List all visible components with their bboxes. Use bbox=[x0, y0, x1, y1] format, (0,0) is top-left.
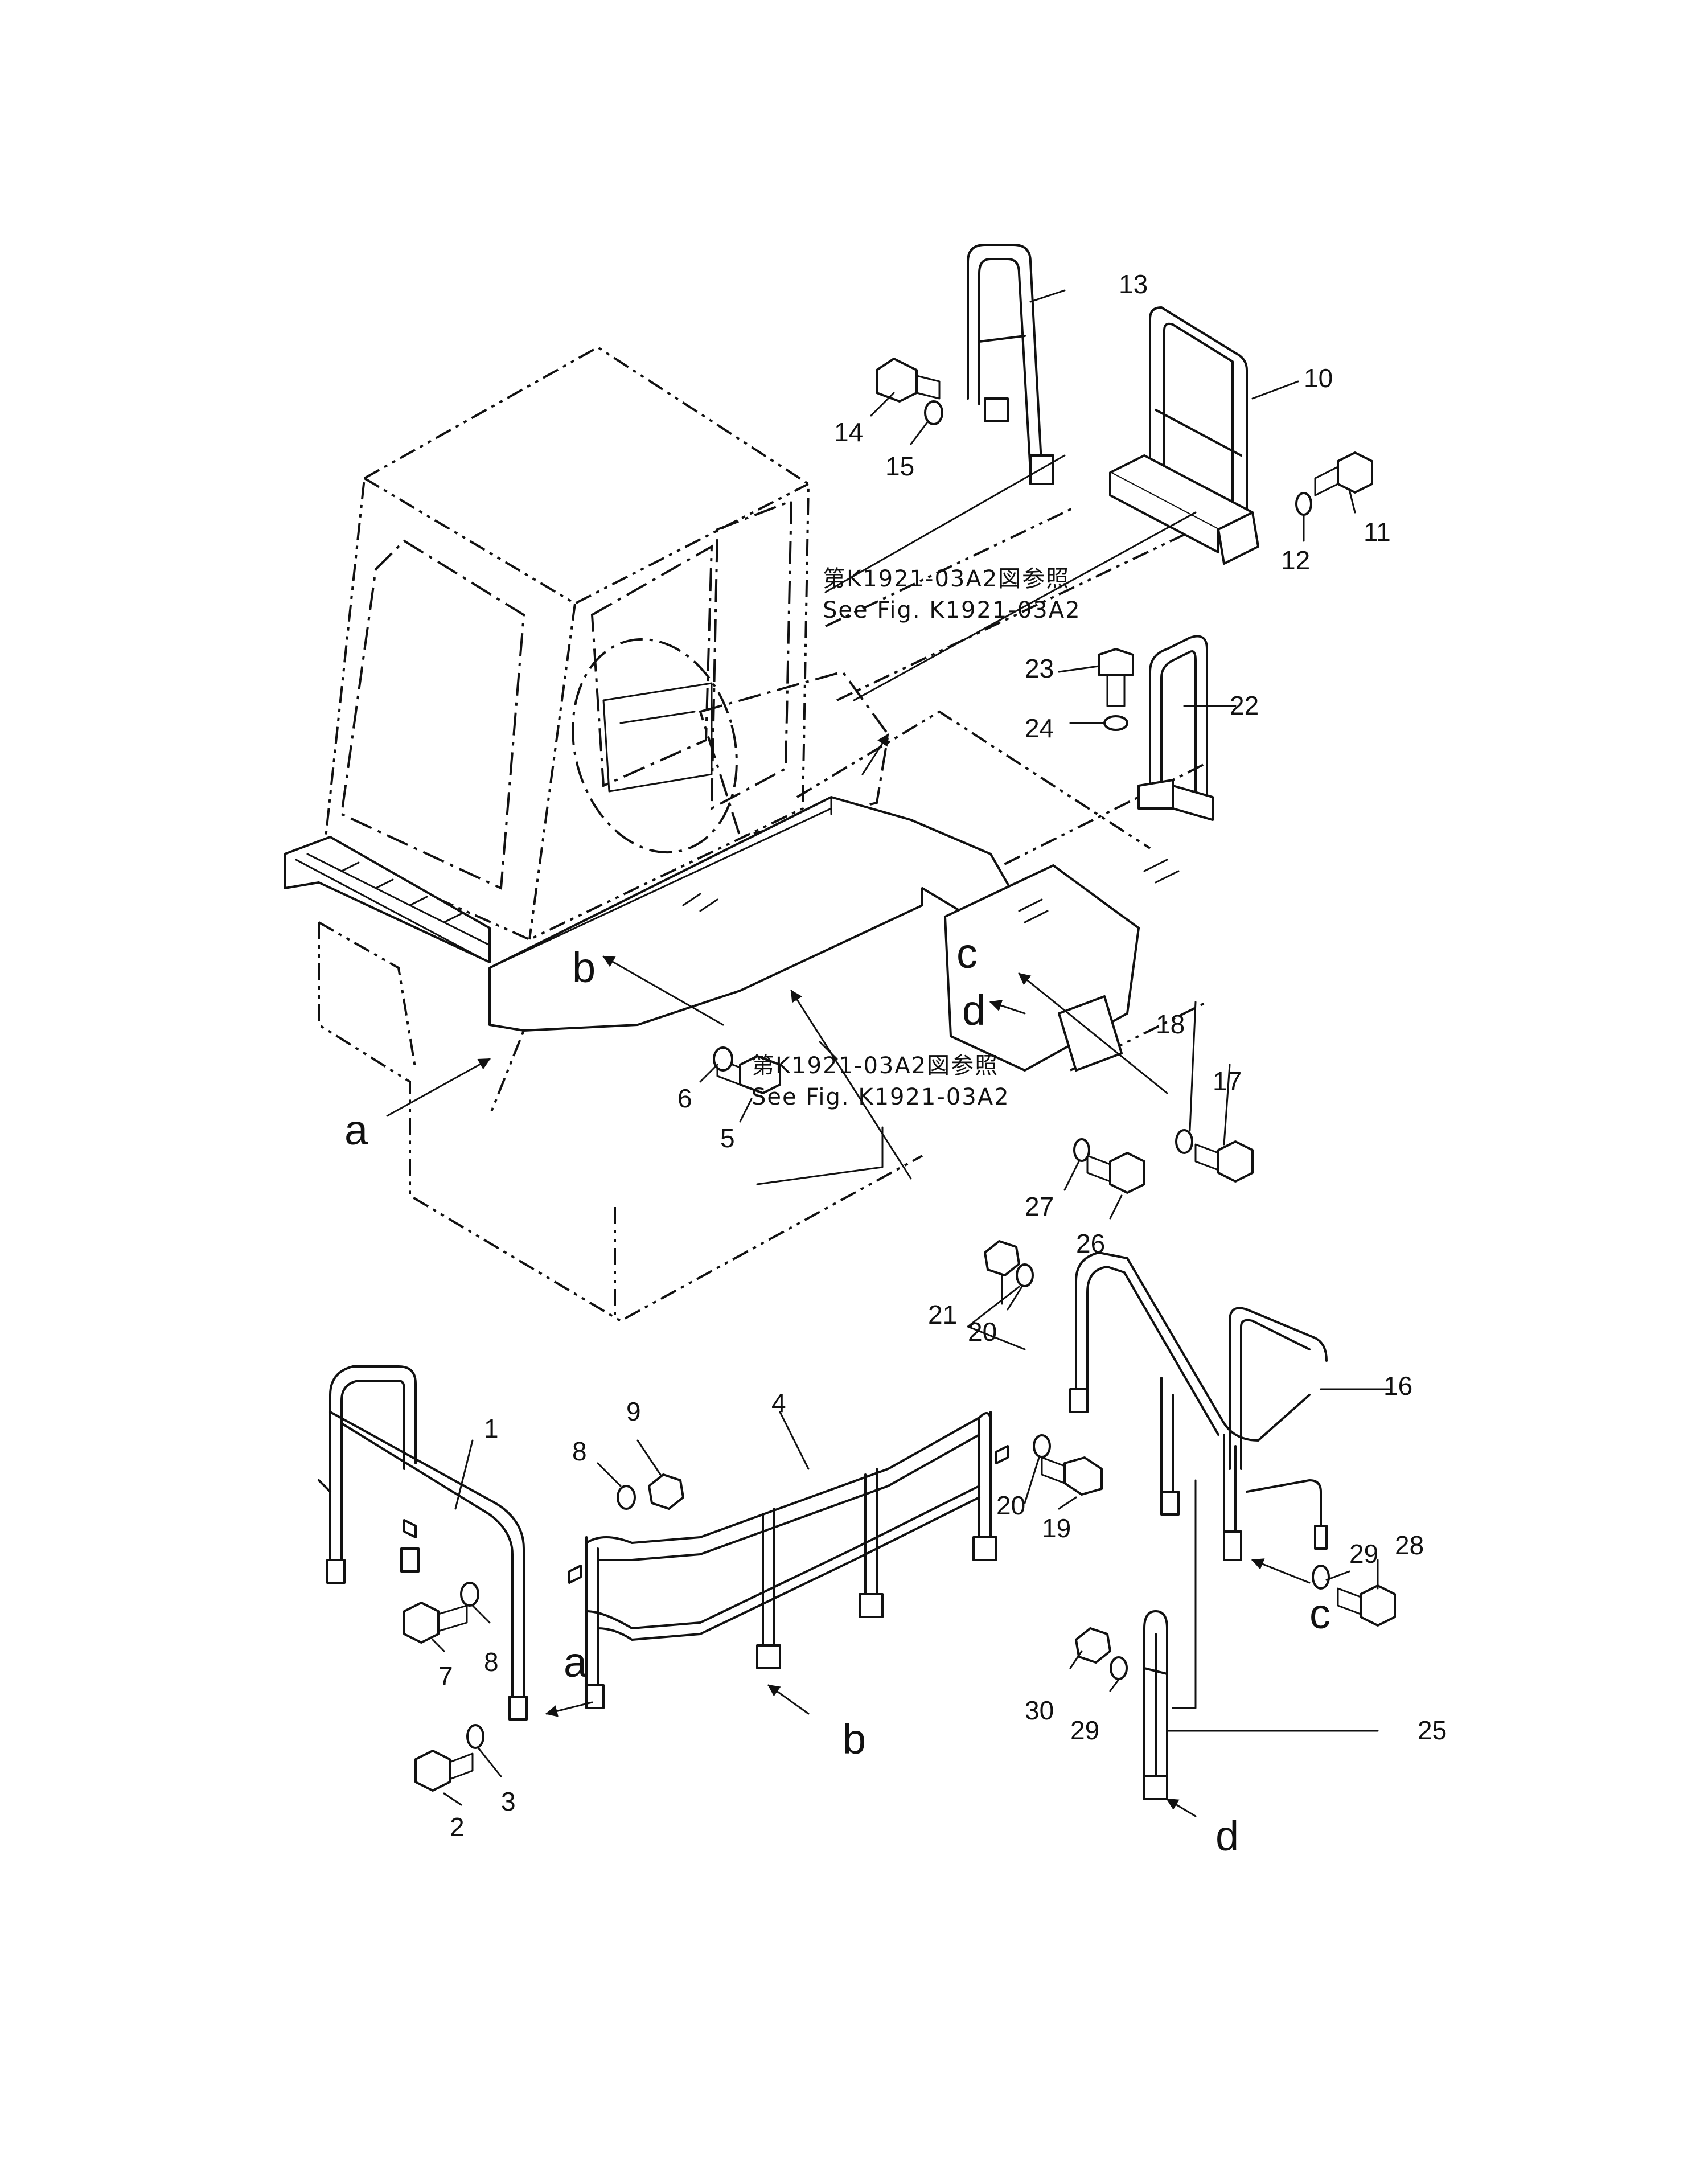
callout-28: 28 bbox=[1395, 1530, 1424, 1560]
washer-18 bbox=[1175, 1129, 1193, 1154]
callout-8-lower: 8 bbox=[484, 1647, 499, 1677]
nut-30 bbox=[1075, 1627, 1111, 1664]
leader-lines bbox=[432, 289, 1390, 1806]
callout-20-upper: 20 bbox=[968, 1317, 997, 1346]
callout-1: 1 bbox=[484, 1414, 499, 1443]
washer-29-upper bbox=[1312, 1565, 1330, 1590]
callout-4: 4 bbox=[771, 1388, 786, 1418]
window-detail-circle bbox=[572, 638, 738, 854]
bolt-19 bbox=[1041, 1456, 1103, 1496]
handrail-25 bbox=[1143, 1610, 1168, 1800]
bolt-7 bbox=[403, 1602, 468, 1644]
callout-23: 23 bbox=[1025, 654, 1054, 683]
cab-outline bbox=[323, 346, 810, 941]
part-callouts: 13 10 14 15 11 12 23 22 24 6 5 18 17 27 … bbox=[438, 269, 1447, 1842]
callout-17: 17 bbox=[1213, 1066, 1242, 1096]
callout-6: 6 bbox=[677, 1083, 692, 1113]
bolt-23 bbox=[1098, 648, 1134, 707]
callout-8-upper: 8 bbox=[572, 1436, 587, 1466]
view-letters: a b c d a b c d bbox=[344, 930, 1330, 1859]
letter-a-bottom: a bbox=[564, 1639, 588, 1686]
nut-9 bbox=[648, 1473, 684, 1510]
washer-3 bbox=[466, 1724, 484, 1749]
bolt-28 bbox=[1337, 1584, 1396, 1627]
callout-27: 27 bbox=[1025, 1192, 1054, 1221]
reference-note-upper-jp: 第K1921-03A2図参照 bbox=[823, 566, 1070, 592]
letter-c-top: c bbox=[956, 930, 978, 977]
callout-29-upper: 29 bbox=[1349, 1539, 1378, 1569]
walkway-frame bbox=[488, 796, 1180, 1072]
letter-b-bottom: b bbox=[843, 1715, 866, 1763]
handrail-16 bbox=[1069, 1251, 1328, 1561]
callout-26: 26 bbox=[1076, 1229, 1105, 1258]
callout-10: 10 bbox=[1304, 363, 1333, 393]
washer-20-lower bbox=[1033, 1434, 1051, 1458]
letter-a-top: a bbox=[344, 1106, 368, 1153]
reference-note-lower: 第K1921-03A2図参照 See Fig. K1921-03A2 bbox=[752, 1053, 1010, 1110]
machine-body-outline bbox=[318, 506, 1208, 1323]
washer-24 bbox=[1103, 715, 1128, 731]
callout-7: 7 bbox=[438, 1661, 453, 1691]
letter-d-top: d bbox=[962, 987, 985, 1034]
callout-2: 2 bbox=[450, 1812, 465, 1842]
reference-note-upper: 第K1921-03A2図参照 See Fig. K1921-03A2 bbox=[823, 566, 1081, 623]
letter-c-bottom: c bbox=[1309, 1590, 1330, 1637]
washer-27 bbox=[1073, 1138, 1090, 1162]
callout-9: 9 bbox=[626, 1397, 641, 1426]
letter-b-top: b bbox=[572, 944, 596, 991]
handrail-1 bbox=[318, 1365, 528, 1721]
washer-8-upper bbox=[617, 1485, 636, 1510]
callout-22: 22 bbox=[1230, 691, 1259, 720]
callout-19: 19 bbox=[1042, 1513, 1071, 1543]
washer-29-lower bbox=[1110, 1656, 1128, 1680]
handrail-4 bbox=[568, 1411, 1009, 1709]
bolt-14 bbox=[876, 358, 941, 403]
callout-15: 15 bbox=[885, 451, 914, 481]
callout-11: 11 bbox=[1364, 517, 1391, 547]
callout-14: 14 bbox=[834, 417, 863, 447]
bolt-17 bbox=[1194, 1140, 1254, 1183]
callout-30: 30 bbox=[1025, 1696, 1054, 1725]
callout-29-lower: 29 bbox=[1070, 1715, 1099, 1745]
bolt-2 bbox=[414, 1750, 474, 1792]
reference-note-upper-en: See Fig. K1921-03A2 bbox=[823, 597, 1081, 623]
callout-16: 16 bbox=[1383, 1371, 1412, 1401]
callout-5: 5 bbox=[720, 1123, 735, 1153]
callout-20-lower: 20 bbox=[996, 1491, 1025, 1520]
letter-d-bottom: d bbox=[1215, 1812, 1239, 1859]
left-step-platform bbox=[284, 836, 491, 963]
washer-15 bbox=[924, 400, 943, 425]
washer-20-upper bbox=[1016, 1263, 1034, 1287]
bolt-26 bbox=[1086, 1152, 1145, 1194]
reference-note-lower-jp: 第K1921-03A2図参照 bbox=[752, 1053, 999, 1079]
footstep-10 bbox=[1109, 306, 1259, 565]
callout-13: 13 bbox=[1119, 269, 1148, 299]
reference-note-lower-en: See Fig. K1921-03A2 bbox=[752, 1084, 1010, 1110]
callout-18: 18 bbox=[1156, 1009, 1185, 1039]
bolt-11 bbox=[1314, 451, 1373, 496]
callout-12: 12 bbox=[1281, 545, 1310, 575]
washer-6 bbox=[713, 1046, 733, 1072]
handrail-13 bbox=[967, 244, 1054, 485]
washer-12 bbox=[1295, 492, 1312, 516]
callout-24: 24 bbox=[1025, 713, 1054, 743]
callout-3: 3 bbox=[501, 1787, 516, 1816]
callout-25: 25 bbox=[1418, 1715, 1447, 1745]
nut-21 bbox=[984, 1240, 1020, 1276]
direction-arrows bbox=[386, 733, 1311, 1817]
handrail-22 bbox=[1137, 635, 1214, 821]
washer-8-lower bbox=[460, 1582, 479, 1607]
callout-21: 21 bbox=[928, 1300, 957, 1329]
